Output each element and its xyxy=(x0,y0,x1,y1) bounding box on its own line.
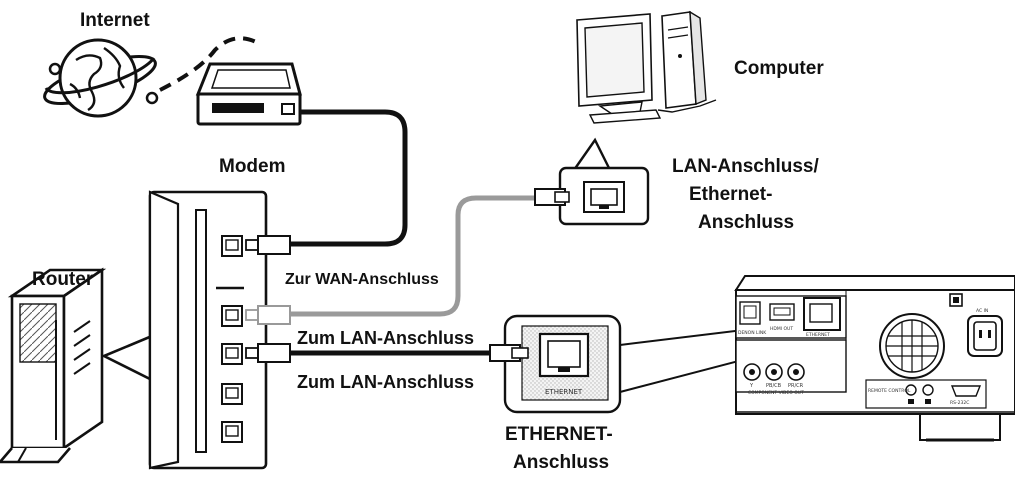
modem-icon xyxy=(195,62,302,126)
label-lan-port-line1: LAN-Anschluss/ xyxy=(672,156,819,177)
plug-router-lan-gray xyxy=(245,305,291,325)
lan-port-callout xyxy=(558,137,650,226)
label-ethernet-jack: ETHERNET xyxy=(545,388,583,396)
label-ethernet-conn-line2: Anschluss xyxy=(513,452,609,473)
label-hdmi-out: HDMI OUT xyxy=(770,326,793,332)
label-computer: Computer xyxy=(734,58,824,79)
plug-player xyxy=(489,344,529,362)
label-denon-link: DENON LINK xyxy=(738,330,767,336)
label-internet: Internet xyxy=(80,10,150,31)
router-port-lan-1 xyxy=(221,305,243,327)
label-to-wan: Zur WAN-Anschluss xyxy=(285,271,439,288)
plug-computer xyxy=(534,188,570,206)
label-ethernet-conn-line1: ETHERNET- xyxy=(505,424,613,445)
cable-router-computer xyxy=(290,195,535,317)
router-icon xyxy=(0,267,107,464)
label-router: Router xyxy=(32,269,94,290)
router-port-wan xyxy=(221,235,243,257)
router-port-lan-4 xyxy=(221,421,243,443)
label-lan-port-line2: Ethernet- xyxy=(689,184,772,205)
label-to-lan-1: Zum LAN-Anschluss xyxy=(297,328,474,348)
label-remote-control: REMOTE CONTROL xyxy=(868,388,911,394)
label-pr-cr: PR/CR xyxy=(788,383,804,389)
plug-router-wan xyxy=(245,235,291,255)
label-ethernet-panel: ETHERNET xyxy=(806,332,830,338)
label-to-lan-2: Zum LAN-Anschluss xyxy=(297,372,474,392)
label-lan-port-line3: Anschluss xyxy=(698,212,794,233)
internet-link-dashed xyxy=(159,36,261,92)
player-rear-panel xyxy=(734,275,1015,442)
ethernet-zoom-callout xyxy=(503,314,843,414)
router-port-lan-3 xyxy=(221,383,243,405)
cable-modem-wan xyxy=(290,109,408,247)
globe-icon xyxy=(43,38,159,118)
computer-icon xyxy=(576,10,717,124)
label-ac-in: AC IN xyxy=(976,308,988,314)
label-y: Y xyxy=(749,383,754,389)
label-component-video-out: COMPONENT VIDEO OUT xyxy=(748,390,804,396)
router-port-lan-2 xyxy=(221,343,243,365)
label-modem: Modem xyxy=(219,156,286,177)
plug-router-lan-black xyxy=(245,343,291,363)
label-pb-cb: PB/CB xyxy=(766,383,782,389)
label-rs232c: RS-232C xyxy=(950,400,969,406)
